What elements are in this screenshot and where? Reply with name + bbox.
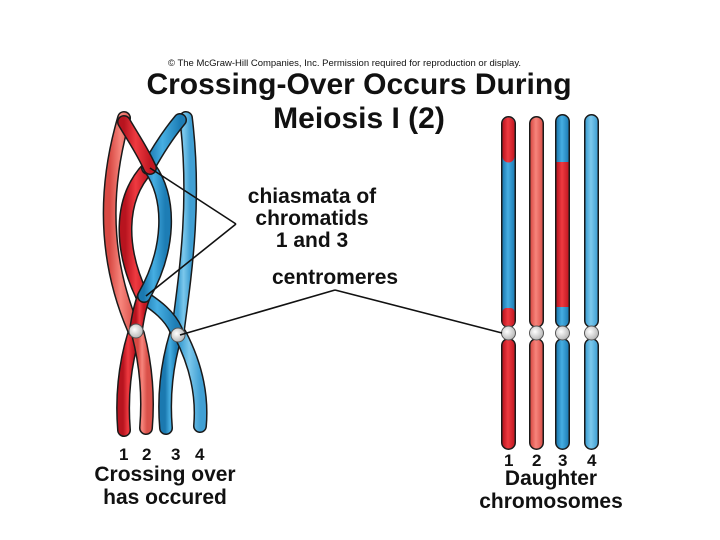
left-number-4: 4	[195, 445, 205, 464]
copyright-notice: © The McGraw-Hill Companies, Inc. Permis…	[168, 58, 522, 69]
title-line-2: Meiosis I (2)	[273, 102, 445, 135]
centromere-left-2	[170, 327, 186, 343]
chromatid-1	[138, 162, 171, 302]
title-line-1: Crossing-Over Occurs During	[146, 68, 572, 101]
chiasmata-label-line-1: chiasmata of	[247, 185, 377, 208]
right-number-4: 4	[587, 451, 597, 470]
leader-lines	[145, 167, 503, 336]
chiasmata-label-line-3: 1 and 3	[275, 229, 349, 252]
daughter-chromosome-2	[529, 116, 544, 450]
daughter-chromosome-3	[555, 114, 570, 450]
chromatid-2	[104, 112, 140, 336]
right-caption-line-1: Daughter	[504, 467, 598, 490]
page-title: Crossing-Over Occurs During Meiosis I (2…	[104, 68, 614, 136]
left-caption-line-1: Crossing over	[94, 463, 236, 486]
left-number-1: 1	[119, 445, 129, 464]
left-caption-line-2: has occured	[103, 486, 227, 509]
right-caption: Daughter chromosomes	[466, 467, 636, 513]
centromere-leader-right	[334, 289, 503, 334]
lower-arms	[116, 327, 208, 437]
centromere-leader-left	[179, 289, 336, 336]
left-number-3: 3	[171, 445, 181, 464]
chiasmata-label: chiasmata of chromatids 1 and 3	[232, 186, 392, 252]
chiasmata-label-line-2: chromatids	[255, 207, 369, 230]
chiasma-leader-lower	[145, 223, 237, 297]
left-number-2: 2	[142, 445, 152, 464]
chromatid-4	[172, 112, 196, 336]
chiasma-leader-upper	[149, 167, 237, 225]
right-number-1: 1	[504, 451, 514, 470]
right-number-3: 3	[558, 451, 568, 470]
centromere-left-1	[128, 323, 144, 339]
centromeres-label: centromeres	[272, 266, 399, 289]
right-caption-line-2: chromosomes	[479, 490, 623, 513]
left-caption: Crossing over has occured	[70, 463, 260, 509]
right-number-2: 2	[532, 451, 542, 470]
daughter-chromosomes	[501, 114, 599, 450]
daughter-chromosome-1	[501, 116, 516, 450]
chromatid-3	[120, 162, 154, 302]
daughter-chromosome-4	[584, 114, 599, 450]
crossing-over-chromosomes	[102, 111, 208, 437]
